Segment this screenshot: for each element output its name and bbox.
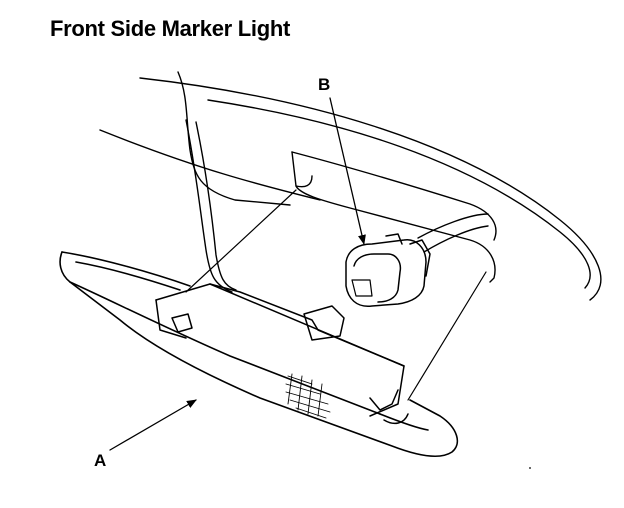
callout-label-b: B	[318, 75, 330, 94]
page-title: Front Side Marker Light	[50, 16, 291, 41]
lens-crosshatch	[285, 373, 331, 419]
callout-label-a: A	[94, 451, 106, 470]
bumper-body-lines	[99, 71, 602, 301]
print-specks	[529, 467, 531, 469]
callout-arrow-a	[109, 399, 197, 451]
connector-b	[345, 233, 431, 307]
alignment-leader-lines	[185, 189, 487, 401]
marker-light-lens-a	[59, 251, 459, 458]
callout-arrows	[109, 97, 366, 451]
callout-arrow-b	[329, 97, 366, 245]
lamp-housing	[155, 283, 409, 425]
wiring-harness	[185, 119, 489, 293]
bumper-opening	[291, 151, 497, 283]
